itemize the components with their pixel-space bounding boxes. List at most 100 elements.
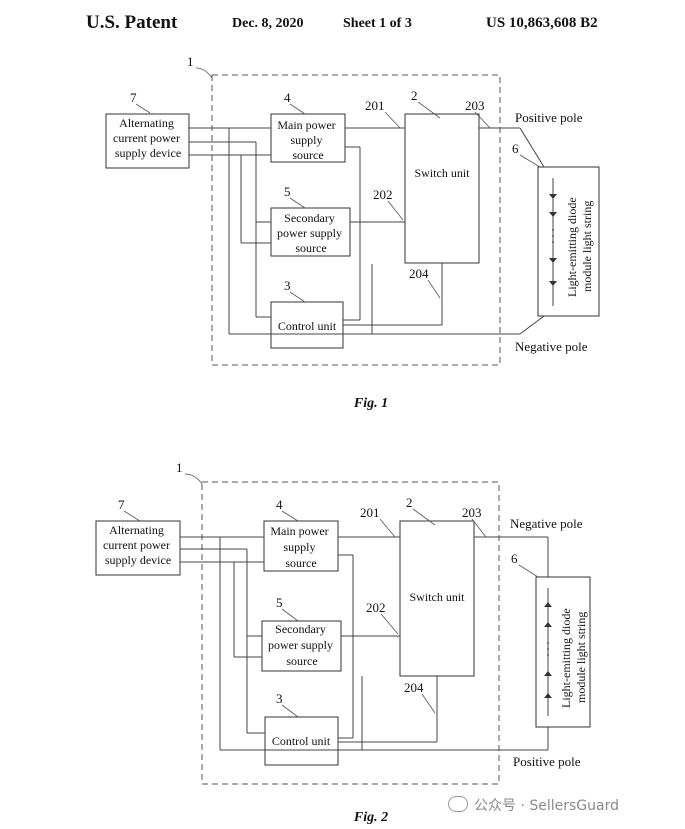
fig1-ref-5: 5: [284, 184, 291, 199]
fig1-lead-2: [417, 101, 441, 119]
fig2-lead-5: [281, 608, 299, 622]
watermark-text: 公众号 · SellersGuard: [474, 798, 619, 814]
ellipsis-dot-icon: [552, 229, 554, 231]
patent-header: U.S. Patent Dec. 8, 2020 Sheet 1 of 3 US…: [0, 12, 685, 38]
fig1-lead-4: [289, 103, 306, 115]
fig1-ref-202: 202: [373, 187, 393, 202]
fig2-lead-204: [421, 693, 436, 714]
fig1-lead-1: [195, 67, 213, 79]
fig1-switch-unit-label: Switch unit: [414, 166, 470, 180]
fig2-led-module-box: [535, 576, 591, 728]
fig1-wiring: [189, 127, 545, 335]
figure-2: 1 Alternating current power supply devic…: [95, 460, 591, 825]
ellipsis-dot-icon: [547, 642, 549, 644]
fig2-control-unit-label: Control unit: [272, 734, 331, 748]
fig2-led-label-line1: Light-emitting diode: [559, 608, 573, 708]
fig2-bottom-pole: Positive pole: [513, 754, 581, 769]
fig2-led-label-line2: module light string: [574, 612, 588, 703]
sheet-number: Sheet 1 of 3: [343, 16, 412, 31]
fig2-lead-201: [379, 518, 396, 538]
fig1-main-power-box: [270, 113, 346, 163]
fig1-dashed-boundary: [211, 74, 501, 366]
ellipsis-dot-icon: [547, 654, 549, 656]
fig1-caption: Fig. 1: [353, 396, 388, 411]
fig2-control-unit-box: [264, 716, 339, 766]
fig2-ref-4: 4: [276, 497, 283, 512]
fig2-ac-supply-box: [95, 520, 181, 576]
fig1-ref-2: 2: [411, 88, 418, 103]
led-diode-icon: [549, 258, 557, 263]
fig2-wiring: [180, 536, 549, 751]
fig2-lead-3: [281, 704, 299, 718]
fig1-ref-3: 3: [284, 278, 291, 293]
fig1-led-module-box: [537, 166, 600, 317]
fig1-lead-3: [289, 291, 306, 303]
wechat-icon: [448, 796, 468, 812]
fig2-secondary-power-label: Secondary power supply source: [268, 622, 336, 668]
fig1-led-label-line2: module light string: [580, 201, 594, 292]
fig2-led-diodes: [544, 602, 552, 698]
fig1-lead-202: [387, 200, 404, 221]
fig1-ref-4: 4: [284, 90, 291, 105]
fig2-ref-204: 204: [404, 680, 424, 695]
led-diode-icon: [549, 281, 557, 286]
fig1-ref-6: 6: [512, 141, 519, 156]
fig2-ref-203: 203: [462, 505, 482, 520]
watermark: 公众号 · SellersGuard: [448, 795, 619, 815]
fig1-ref-204: 204: [409, 266, 429, 281]
fig2-lead-1: [184, 473, 203, 485]
fig1-ac-supply-box: [105, 113, 190, 169]
fig1-ref-1: 1: [187, 54, 194, 69]
led-diode-icon: [544, 622, 552, 627]
fig1-ac-supply-label: Alternating current power supply device: [113, 116, 183, 160]
fig2-caption: Fig. 2: [353, 810, 388, 825]
fig1-control-unit-box: [270, 301, 344, 349]
fig1-lead-204: [427, 279, 441, 299]
fig2-main-power-label: Main power supply source: [270, 524, 331, 570]
fig2-ref-3: 3: [276, 691, 283, 706]
figure-1: 1 Alternating current power supply devic…: [105, 54, 600, 411]
fig2-switch-unit-label: Switch unit: [409, 590, 465, 604]
fig1-lead-201: [384, 111, 401, 129]
led-diode-icon: [544, 671, 552, 676]
fig2-main-power-box: [263, 520, 339, 572]
fig2-secondary-power-box: [261, 620, 342, 672]
ellipsis-dot-icon: [552, 241, 554, 243]
fig1-control-unit-label: Control unit: [278, 319, 337, 333]
fig2-top-pole: Negative pole: [510, 516, 583, 531]
fig2-ref-6: 6: [511, 551, 518, 566]
fig1-led-label-line1: Light-emitting diode: [565, 197, 579, 297]
patent-number: US 10,863,608 B2: [486, 15, 598, 31]
patent-label: U.S. Patent: [86, 12, 178, 33]
led-diode-icon: [544, 602, 552, 607]
fig1-lead-5: [289, 197, 306, 209]
fig2-ref-7: 7: [118, 497, 125, 512]
ellipsis-dot-icon: [552, 235, 554, 237]
fig1-ref-7: 7: [130, 90, 137, 105]
fig1-secondary-power-box: [270, 207, 351, 257]
fig1-switch-unit-box: [404, 113, 480, 264]
fig1-main-power-label: Main power supply source: [277, 118, 338, 162]
ellipsis-dot-icon: [547, 648, 549, 650]
fig2-ref-2: 2: [406, 495, 413, 510]
patent-date: Dec. 8, 2020: [232, 16, 304, 31]
fig1-lead-203: [474, 111, 491, 129]
led-diode-icon: [549, 194, 557, 199]
fig2-ref-1: 1: [176, 460, 183, 475]
fig2-ref-202: 202: [366, 600, 386, 615]
fig2-lead-7: [123, 510, 141, 522]
fig1-lead-7: [135, 103, 151, 114]
fig2-lead-4: [281, 510, 299, 522]
led-diode-icon: [549, 212, 557, 217]
fig2-ref-5: 5: [276, 595, 283, 610]
fig2-lead-2: [412, 508, 436, 526]
fig1-ref-203: 203: [465, 98, 485, 113]
fig1-lead-6: [519, 154, 541, 168]
fig1-led-diodes: [549, 194, 557, 286]
fig1-bottom-pole: Negative pole: [515, 339, 588, 354]
fig1-top-pole: Positive pole: [515, 110, 583, 125]
fig2-lead-202: [380, 613, 399, 635]
fig1-secondary-power-label: Secondary power supply source: [277, 211, 345, 255]
fig1-ref-201: 201: [365, 98, 385, 113]
fig2-ref-201: 201: [360, 505, 380, 520]
